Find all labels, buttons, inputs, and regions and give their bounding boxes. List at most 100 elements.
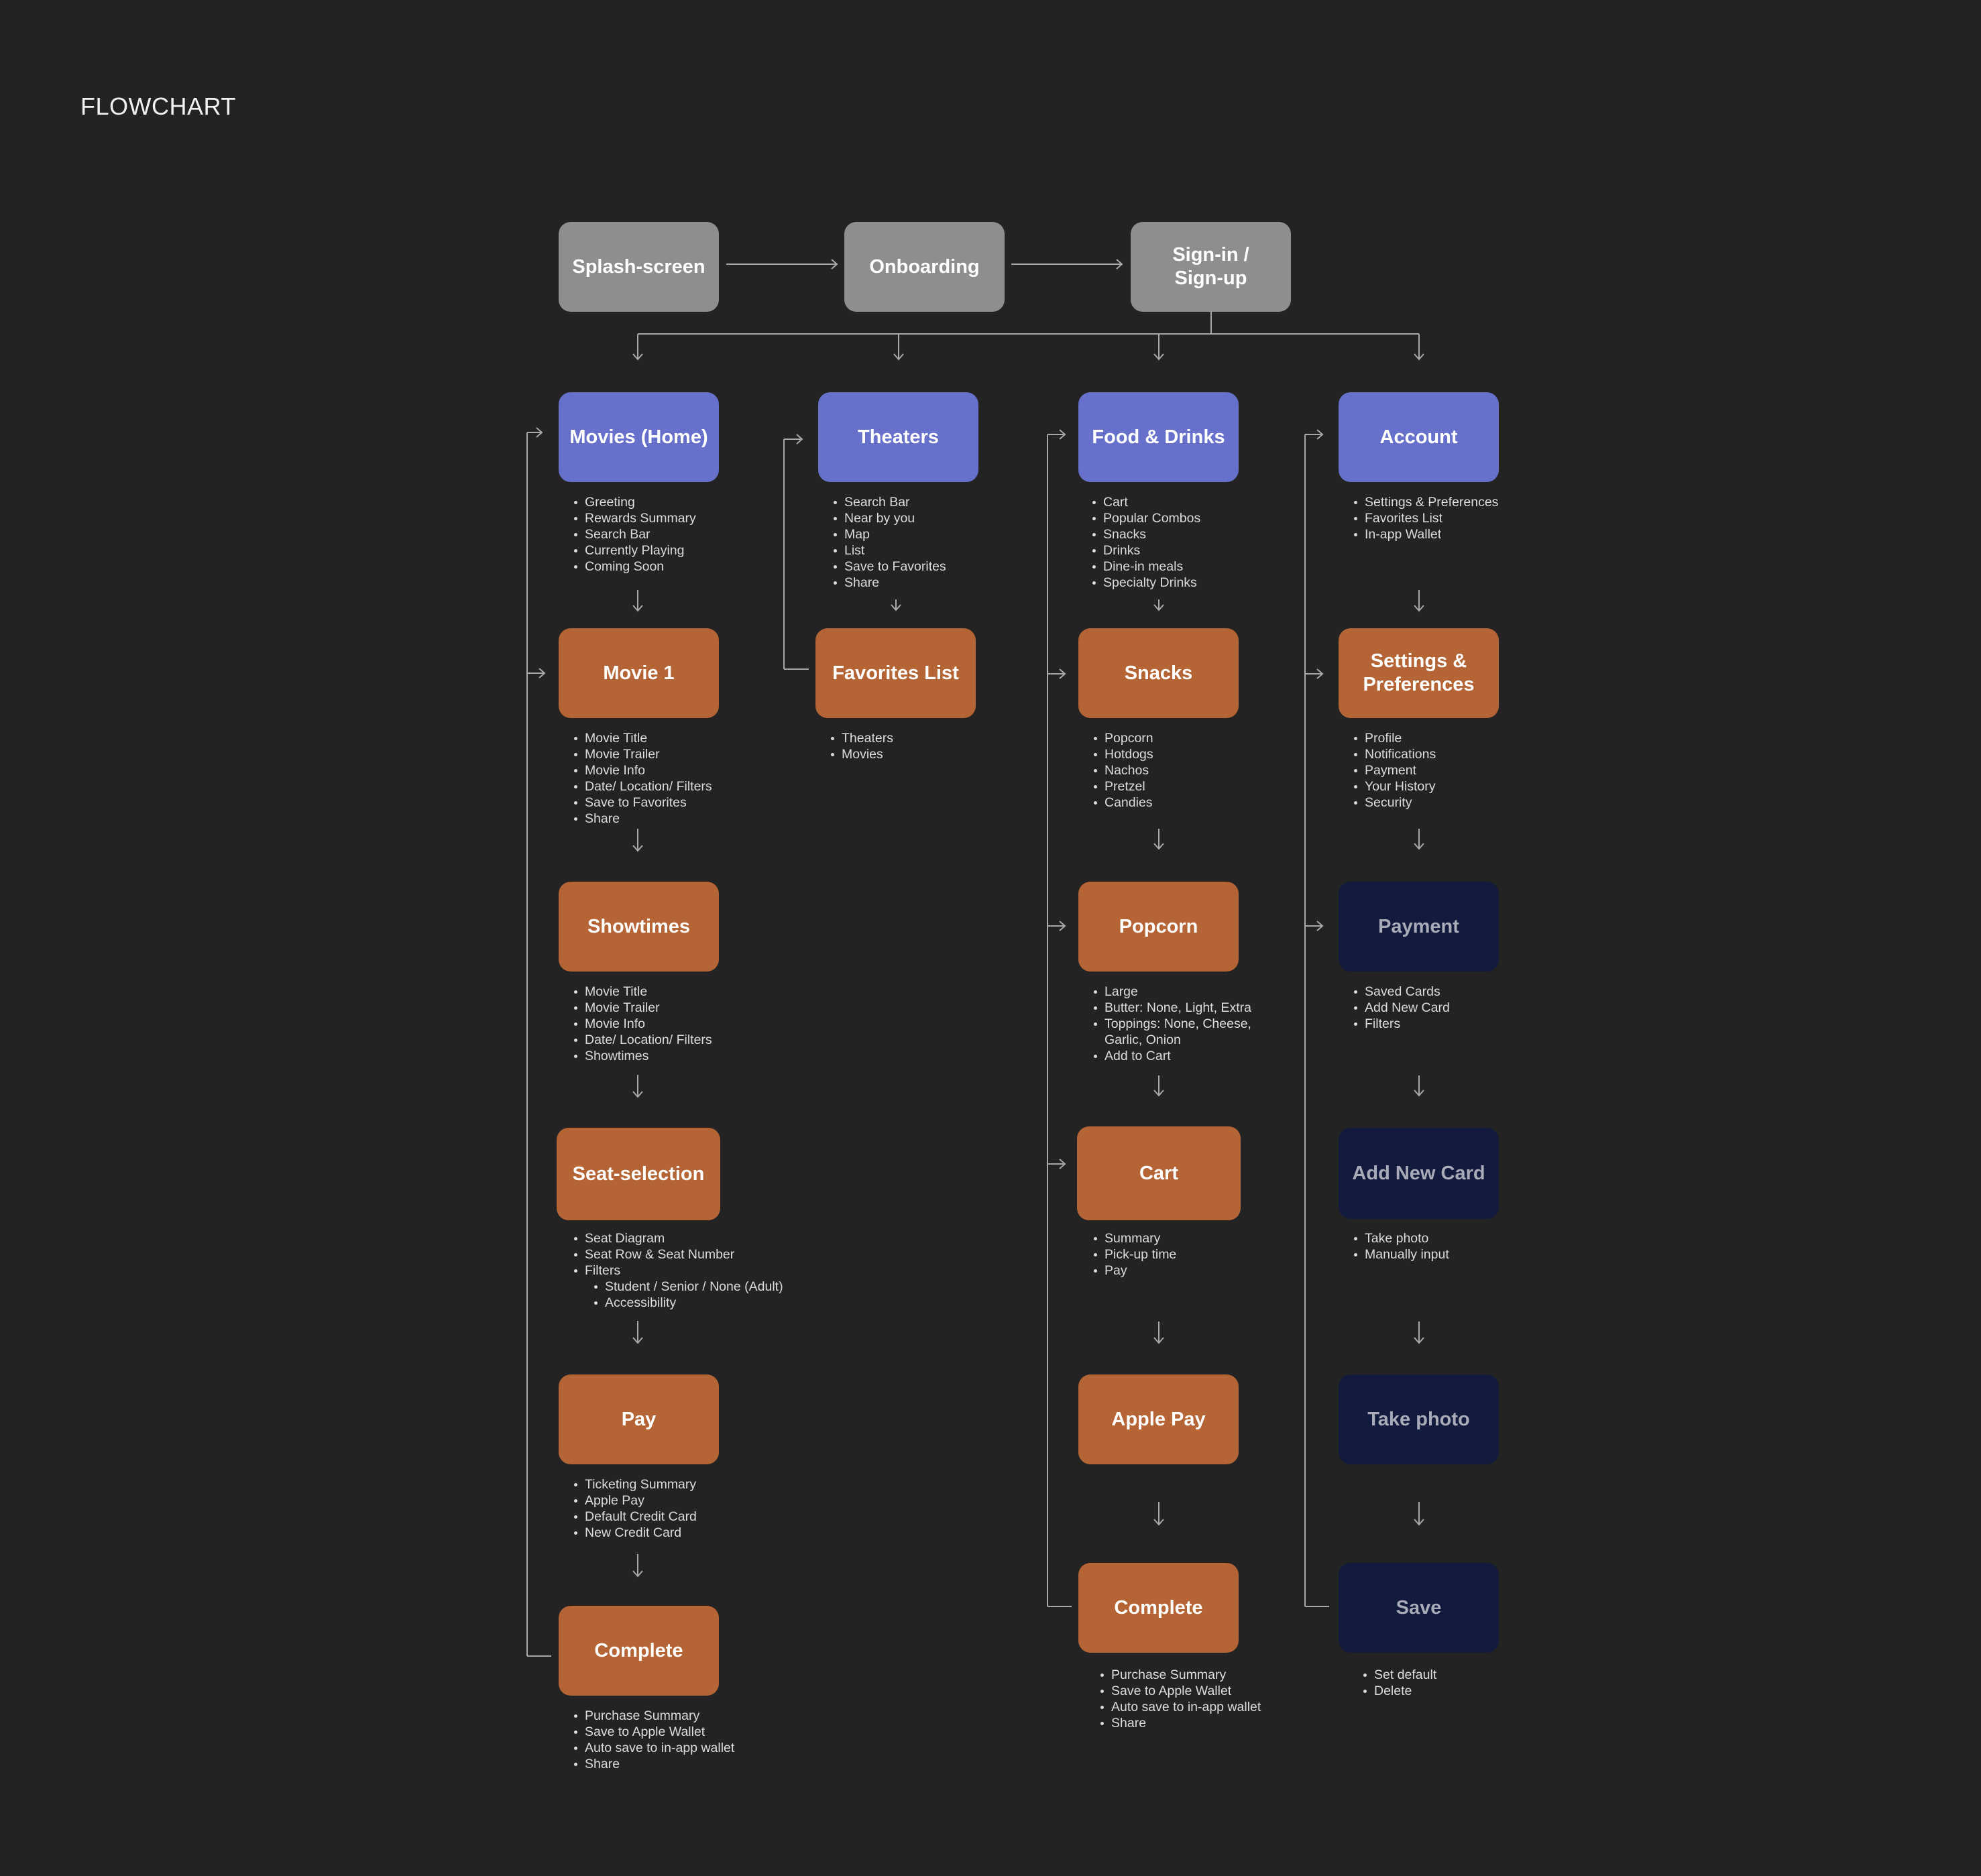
list-item: Add New Card	[1352, 1000, 1450, 1016]
favorites-list-node[interactable]: Favorites List	[815, 628, 976, 718]
signin-signup-node[interactable]: Sign-in / Sign-up	[1131, 222, 1291, 312]
list-item: Manually input	[1352, 1246, 1449, 1263]
list-item: New Credit Card	[572, 1525, 697, 1541]
onboarding-node[interactable]: Onboarding	[844, 222, 1005, 312]
list-item: Share	[832, 575, 946, 591]
arrowhead	[1316, 429, 1324, 440]
add-new-card-node[interactable]: Add New Card	[1339, 1128, 1499, 1219]
list-item: Default Credit Card	[572, 1509, 697, 1525]
list-item: Security	[1352, 795, 1436, 811]
account-node[interactable]: Account	[1339, 392, 1499, 482]
arrowhead	[1414, 843, 1424, 850]
showtimes-node[interactable]: Showtimes	[559, 882, 719, 972]
arrowhead	[1059, 1159, 1066, 1169]
list-item: Filters	[1352, 1016, 1450, 1032]
list-item: Specialty Drinks	[1090, 575, 1200, 591]
list-item: Search Bar	[832, 494, 946, 510]
movies-complete-node[interactable]: Complete	[559, 1606, 719, 1696]
list-item: Notifications	[1352, 746, 1436, 762]
list-item: Filters	[572, 1263, 783, 1279]
movies-home-node[interactable]: Movies (Home)	[559, 392, 719, 482]
pay-list: Ticketing Summary Apple Pay Default Cred…	[572, 1476, 697, 1541]
food-drinks-list: Cart Popular Combos Snacks Drinks Dine-i…	[1090, 494, 1200, 591]
arrowhead	[1153, 604, 1164, 611]
seat-selection-list: Seat Diagram Seat Row & Seat Number Filt…	[572, 1230, 783, 1311]
list-item: Currently Playing	[572, 542, 696, 559]
list-item: Settings & Preferences	[1352, 494, 1498, 510]
arrowhead	[1414, 1337, 1424, 1344]
arrowhead	[632, 1091, 643, 1098]
list-item: List	[832, 542, 946, 559]
food-drinks-node[interactable]: Food & Drinks	[1078, 392, 1239, 482]
arrowhead	[1153, 1519, 1164, 1526]
list-item: Save to Favorites	[572, 795, 712, 811]
list-item: Map	[832, 526, 946, 542]
arrowhead	[891, 604, 901, 611]
list-item: Apple Pay	[572, 1492, 697, 1509]
list-item: Movies	[829, 746, 893, 762]
snacks-node[interactable]: Snacks	[1078, 628, 1239, 718]
list-item: Summary	[1092, 1230, 1176, 1246]
cart-list: Summary Pick-up time Pay	[1092, 1230, 1176, 1279]
save-list: Set default Delete	[1361, 1667, 1436, 1699]
settings-label-line1: Settings &	[1370, 650, 1467, 672]
payment-node[interactable]: Payment	[1339, 882, 1499, 972]
apple-pay-node[interactable]: Apple Pay	[1078, 1374, 1239, 1464]
seat-selection-node[interactable]: Seat-selection	[557, 1128, 720, 1220]
list-item: Purchase Summary	[1098, 1667, 1261, 1683]
arrowhead	[632, 1570, 643, 1578]
list-item: Near by you	[832, 510, 946, 526]
list-item: Movie Info	[572, 762, 712, 778]
list-sub-item: Student / Senior / None (Adult)	[592, 1279, 783, 1295]
add-new-card-list: Take photo Manually input	[1352, 1230, 1449, 1263]
list-item: Seat Row & Seat Number	[572, 1246, 783, 1263]
list-item: Large	[1092, 984, 1251, 1000]
pay-node[interactable]: Pay	[559, 1374, 719, 1464]
food-complete-list: Purchase Summary Save to Apple Wallet Au…	[1098, 1667, 1261, 1731]
list-item: Ticketing Summary	[572, 1476, 697, 1492]
arrowhead	[539, 668, 546, 679]
splash-screen-node[interactable]: Splash-screen	[559, 222, 719, 312]
theaters-node[interactable]: Theaters	[818, 392, 978, 482]
take-photo-node[interactable]: Take photo	[1339, 1374, 1499, 1464]
list-item: Greeting	[572, 494, 696, 510]
list-item: Share	[572, 811, 712, 827]
list-item: Set default	[1361, 1667, 1436, 1683]
list-item: Saved Cards	[1352, 984, 1450, 1000]
signin-label-line1: Sign-in /	[1172, 244, 1249, 266]
list-item: Payment	[1352, 762, 1436, 778]
popcorn-node[interactable]: Popcorn	[1078, 882, 1239, 972]
list-item: Auto save to in-app wallet	[1098, 1699, 1261, 1715]
list-item: Movie Title	[572, 984, 712, 1000]
list-item: Snacks	[1090, 526, 1200, 542]
arrowhead	[893, 353, 904, 361]
favorites-list-items: Theaters Movies	[829, 730, 893, 762]
popcorn-list: Large Butter: None, Light, Extra Topping…	[1092, 984, 1251, 1064]
settings-preferences-list: Profile Notifications Payment Your Histo…	[1352, 730, 1436, 811]
save-node[interactable]: Save	[1339, 1563, 1499, 1653]
arrowhead	[1116, 259, 1123, 270]
list-item: Nachos	[1092, 762, 1153, 778]
account-list: Settings & Preferences Favorites List In…	[1352, 494, 1498, 542]
arrowhead	[1414, 605, 1424, 612]
list-item: Showtimes	[572, 1048, 712, 1064]
list-item: Take photo	[1352, 1230, 1449, 1246]
arrowhead	[1059, 921, 1066, 931]
list-item: Dine-in meals	[1090, 559, 1200, 575]
movie-1-list: Movie Title Movie Trailer Movie Info Dat…	[572, 730, 712, 827]
settings-preferences-node[interactable]: Settings & Preferences	[1339, 628, 1499, 718]
movie-1-node[interactable]: Movie 1	[559, 628, 719, 718]
list-item: Movie Info	[572, 1016, 712, 1032]
list-item: Coming Soon	[572, 559, 696, 575]
list-item-continuation: Garlic, Onion	[1105, 1033, 1181, 1047]
food-complete-node[interactable]: Complete	[1078, 1563, 1239, 1653]
list-item: Pick-up time	[1092, 1246, 1176, 1263]
list-item: Hotdogs	[1092, 746, 1153, 762]
list-item: Seat Diagram	[572, 1230, 783, 1246]
payment-list: Saved Cards Add New Card Filters	[1352, 984, 1450, 1032]
cart-node[interactable]: Cart	[1077, 1126, 1241, 1220]
list-item: Add to Cart	[1092, 1048, 1251, 1064]
list-item: Save to Favorites	[832, 559, 946, 575]
movies-complete-list: Purchase Summary Save to Apple Wallet Au…	[572, 1708, 734, 1772]
